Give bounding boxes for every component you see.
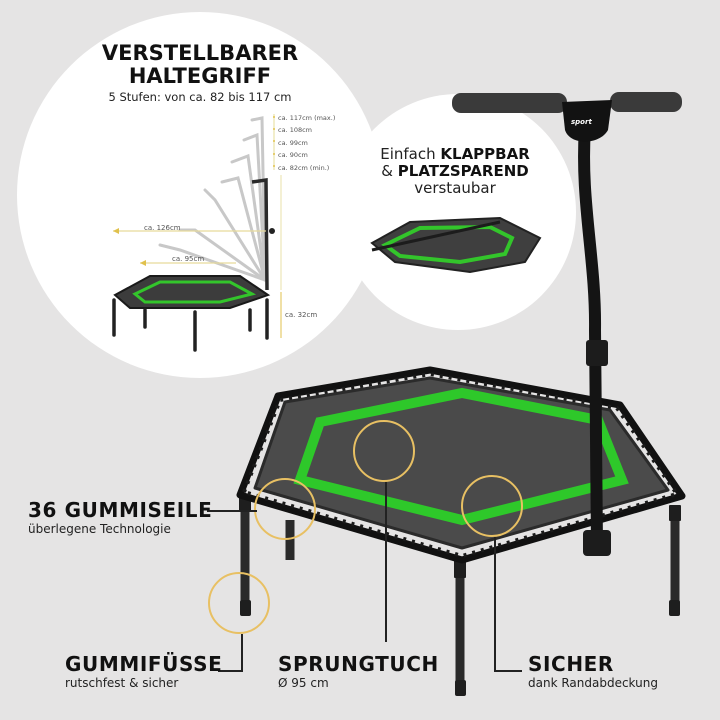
feature-feet: GUMMIFÜSSE rutschfest & sicher: [65, 652, 222, 690]
dimension-inner-width: ca. 95cm: [172, 255, 205, 263]
callout-line-mat: [385, 482, 387, 642]
feature-safety: SICHER dank Randabdeckung: [528, 652, 658, 690]
callout-line-edge-h: [494, 670, 522, 672]
feature-springs: 36 GUMMISEILE überlegene Technologie: [28, 498, 212, 536]
feature-title: GUMMIFÜSSE: [65, 652, 223, 676]
feature-title: SPRUNGTUCH: [278, 652, 439, 676]
highlight-ring-edge: [461, 475, 523, 537]
height-level-item: ca. 82cm (min.): [278, 163, 330, 172]
foldable-amp: &: [381, 162, 398, 180]
feature-mat: SPRUNGTUCH Ø 95 cm: [278, 652, 439, 690]
highlight-ring-feet: [208, 572, 270, 634]
height-level-item: ca. 117cm (max.): [278, 114, 336, 122]
handle-subtitle: 5 Stufen: von ca. 82 bis 117 cm: [108, 90, 292, 104]
foldable-info-circle: [340, 94, 576, 330]
folded-trampoline: [370, 216, 542, 274]
feature-title: 36 GUMMISEILE: [28, 498, 213, 522]
foldable-line3: verstaubar: [414, 179, 496, 197]
height-level-item: ca. 99cm: [278, 138, 308, 147]
callout-line-springs: [207, 510, 257, 512]
handle-title: VERSTELLBARER HALTEGRIFF: [100, 42, 300, 88]
callout-line-feet-v: [241, 634, 243, 670]
height-levels-list: ca. 117cm (max.) ca. 108cm ca. 99cm ca. …: [278, 112, 335, 174]
height-level-item: ca. 108cm: [278, 126, 313, 135]
foldable-caption: Einfach KLAPPBAR & PLATZSPAREND verstaub…: [355, 146, 555, 197]
foldable-prefix: Einfach: [380, 145, 441, 163]
handle-title-line1: VERSTELLBARER: [101, 41, 299, 65]
handle-title-line2: HALTEGRIFF: [128, 64, 272, 88]
brand-logo: sport: [571, 118, 592, 126]
feature-title: SICHER: [528, 652, 614, 676]
foldable-bold1: KLAPPBAR: [440, 145, 530, 163]
dimension-outer-width: ca. 126cm: [144, 224, 181, 232]
highlight-ring-mat: [353, 420, 415, 482]
feature-subtitle: überlegene Technologie: [28, 522, 171, 536]
feature-subtitle: rutschfest & sicher: [65, 676, 179, 690]
callout-line-feet-h: [218, 670, 243, 672]
feature-subtitle: dank Randabdeckung: [528, 676, 658, 690]
callout-line-edge-v: [494, 537, 496, 670]
foldable-bold2: PLATZSPAREND: [397, 162, 529, 180]
adjustable-handle-info-circle: [17, 12, 383, 378]
dimension-frame-height: ca. 32cm: [285, 311, 318, 319]
highlight-ring-springs: [254, 478, 316, 540]
height-level-item: ca. 90cm: [278, 151, 308, 160]
feature-subtitle: Ø 95 cm: [278, 676, 329, 690]
